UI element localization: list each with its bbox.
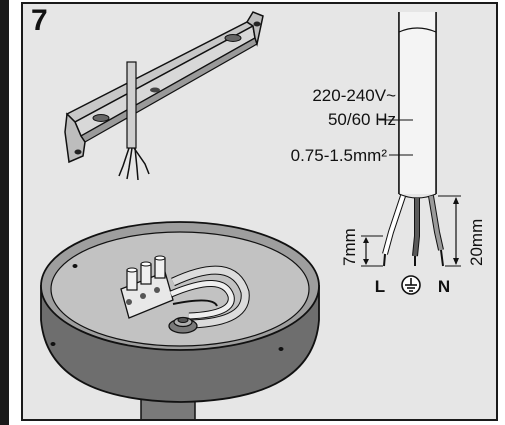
- bracket-cable: [118, 61, 150, 181]
- cable-gland: [168, 316, 198, 334]
- neutral-terminal-label: N: [438, 277, 450, 296]
- frequency-label: 50/60 Hz: [328, 110, 396, 129]
- step-number: 7: [31, 4, 48, 37]
- mounting-bracket: [64, 11, 264, 164]
- supply-cable-detail: [361, 12, 461, 267]
- strip-length-short-label: 7mm: [340, 228, 359, 266]
- earth-ground-icon: [401, 275, 421, 295]
- cross-section-label: 0.75-1.5mm²: [291, 146, 388, 165]
- page-edge-bar: [0, 0, 9, 425]
- lamp-base-dish: [40, 221, 320, 419]
- live-terminal-label: L: [375, 277, 385, 296]
- terminal-block: [120, 255, 174, 319]
- instruction-step-panel: 7: [21, 2, 498, 421]
- voltage-label: 220-240V~: [312, 86, 396, 105]
- strip-length-long-label: 20mm: [467, 219, 486, 266]
- assembly-illustration: 220-240V~ 50/60 Hz 0.75-1.5mm² 7mm 20mm …: [40, 11, 486, 419]
- internal-wiring: [169, 265, 250, 329]
